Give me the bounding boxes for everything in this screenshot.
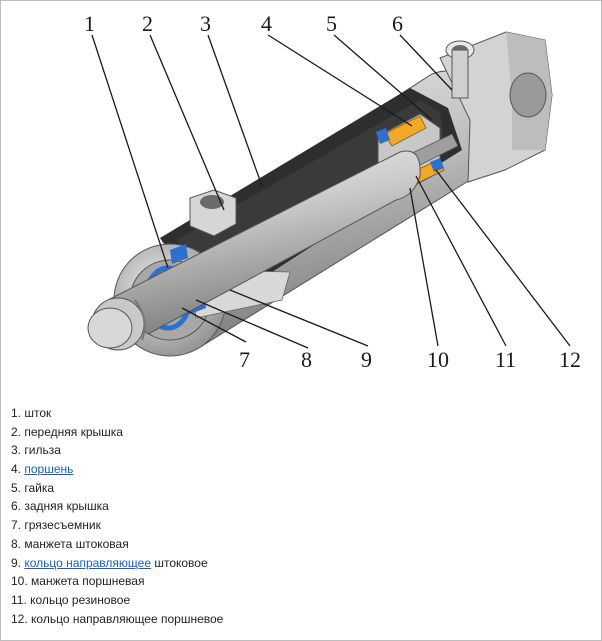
legend-item: 3. гильза xyxy=(0,441,223,460)
legend-item: 4. поршень xyxy=(0,460,223,479)
piston-link[interactable]: поршень xyxy=(24,462,74,477)
legend-number: 10. xyxy=(11,574,28,589)
legend-text: гильза xyxy=(24,443,61,458)
legend-item: 6. задняя крышка xyxy=(0,497,223,516)
legend-item: 2. передняя крышка xyxy=(0,423,223,442)
rear-cap xyxy=(439,31,553,183)
legend-number: 5. xyxy=(11,480,22,495)
legend-text: кольцо направляющее поршневое xyxy=(31,611,224,626)
hydraulic-cylinder-cutaway-diagram: 1 2 3 4 5 6 7 8 9 10 11 12 xyxy=(84,11,581,372)
legend-item: 5. гайка xyxy=(0,479,223,498)
legend-number: 9. xyxy=(11,555,22,570)
callout-6: 6 xyxy=(392,11,403,36)
legend-item: 8. манжета штоковая xyxy=(0,535,223,554)
legend-text: манжета штоковая xyxy=(24,536,129,551)
legend-number: 2. xyxy=(11,424,22,439)
callout-2: 2 xyxy=(142,11,153,36)
callout-4: 4 xyxy=(261,11,272,36)
leader-lines xyxy=(91,34,571,349)
legend-item: 12. кольцо направляющее поршневое xyxy=(0,610,223,629)
legend-number: 7. xyxy=(11,518,22,533)
callout-3: 3 xyxy=(200,11,211,36)
legend-text: шток xyxy=(24,406,52,420)
callout-1: 1 xyxy=(84,11,95,36)
legend-item: 1. шток xyxy=(0,404,223,423)
callout-5: 5 xyxy=(326,11,337,36)
callout-8: 8 xyxy=(301,347,312,372)
legend-text: передняя крышка xyxy=(24,424,123,439)
legend-text: кольцо резиновое xyxy=(30,592,131,607)
legend-number: 8. xyxy=(11,536,22,551)
parts-legend: 1. шток 2. передняя крышка 3. гильза 4. … xyxy=(0,404,223,628)
legend-text: грязесъемник xyxy=(24,518,101,533)
callout-numbers: 1 2 3 4 5 6 7 8 9 10 11 12 xyxy=(84,11,581,372)
callout-11: 11 xyxy=(495,347,516,372)
callout-10: 10 xyxy=(427,347,449,372)
legend-item: 11. кольцо резиновое xyxy=(0,591,223,610)
legend-item: 9. кольцо направляющее штоковое xyxy=(0,554,223,573)
legend-text: задняя крышка xyxy=(24,499,109,514)
legend-number: 12. xyxy=(11,611,28,626)
legend-item: 10. манжета поршневая xyxy=(0,572,223,591)
guide-ring-link[interactable]: кольцо направляющее xyxy=(24,555,151,570)
legend-number: 11. xyxy=(11,592,27,607)
callout-12: 12 xyxy=(559,347,581,372)
piston-rod xyxy=(87,150,421,351)
legend-number: 3. xyxy=(11,443,22,458)
legend-text: штоковое xyxy=(151,555,208,570)
legend-item: 7. грязесъемник xyxy=(0,516,223,535)
legend-text: гайка xyxy=(24,480,55,495)
legend-number: 6. xyxy=(11,499,22,514)
legend-number: 4. xyxy=(11,462,22,477)
legend-text: манжета поршневая xyxy=(31,574,145,589)
callout-7: 7 xyxy=(239,347,250,372)
legend-number: 1. xyxy=(11,406,22,420)
callout-9: 9 xyxy=(361,347,372,372)
